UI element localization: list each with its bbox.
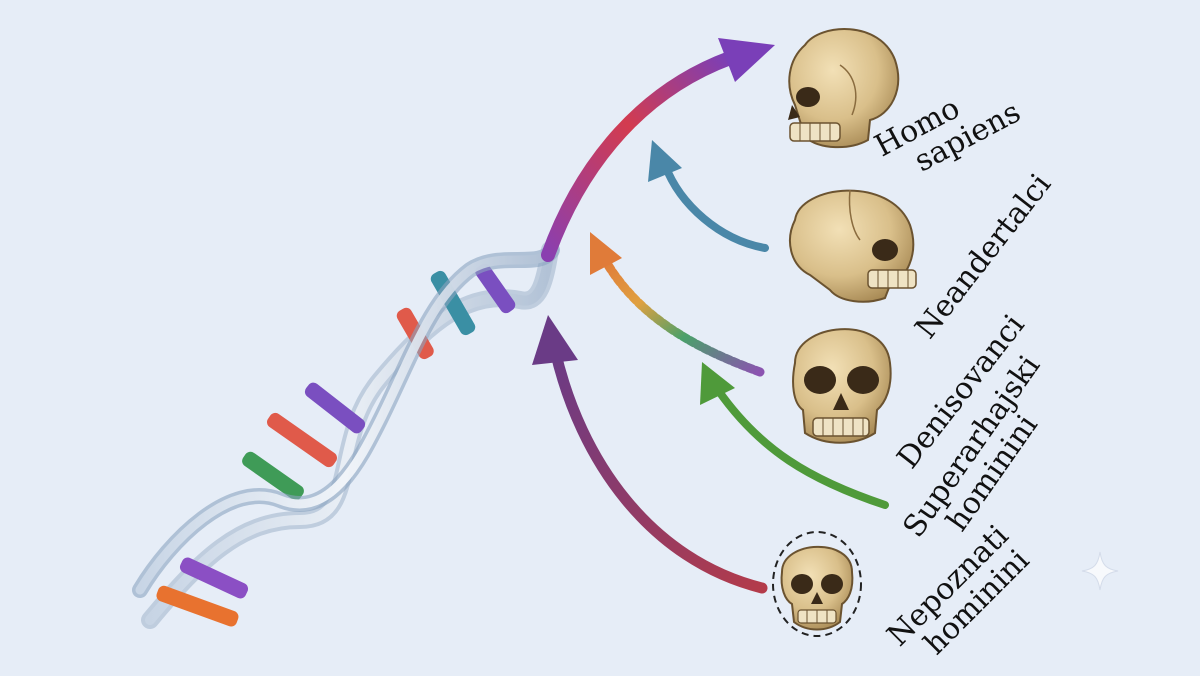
skull-icon	[788, 28, 900, 149]
skull-icon	[772, 531, 862, 637]
denisovanci-arrow	[590, 232, 765, 377]
sparkle-icon	[1081, 551, 1119, 591]
dna-helix-icon	[132, 241, 560, 629]
dna-rungs	[156, 263, 516, 627]
homo-sapiens-arrow	[541, 38, 775, 262]
superarhajski-arrow	[700, 362, 889, 509]
skull-icon	[792, 328, 892, 444]
skull-icon	[789, 189, 917, 303]
neandertalci-arrow	[648, 140, 769, 252]
nepoznati-arrow	[532, 315, 768, 594]
